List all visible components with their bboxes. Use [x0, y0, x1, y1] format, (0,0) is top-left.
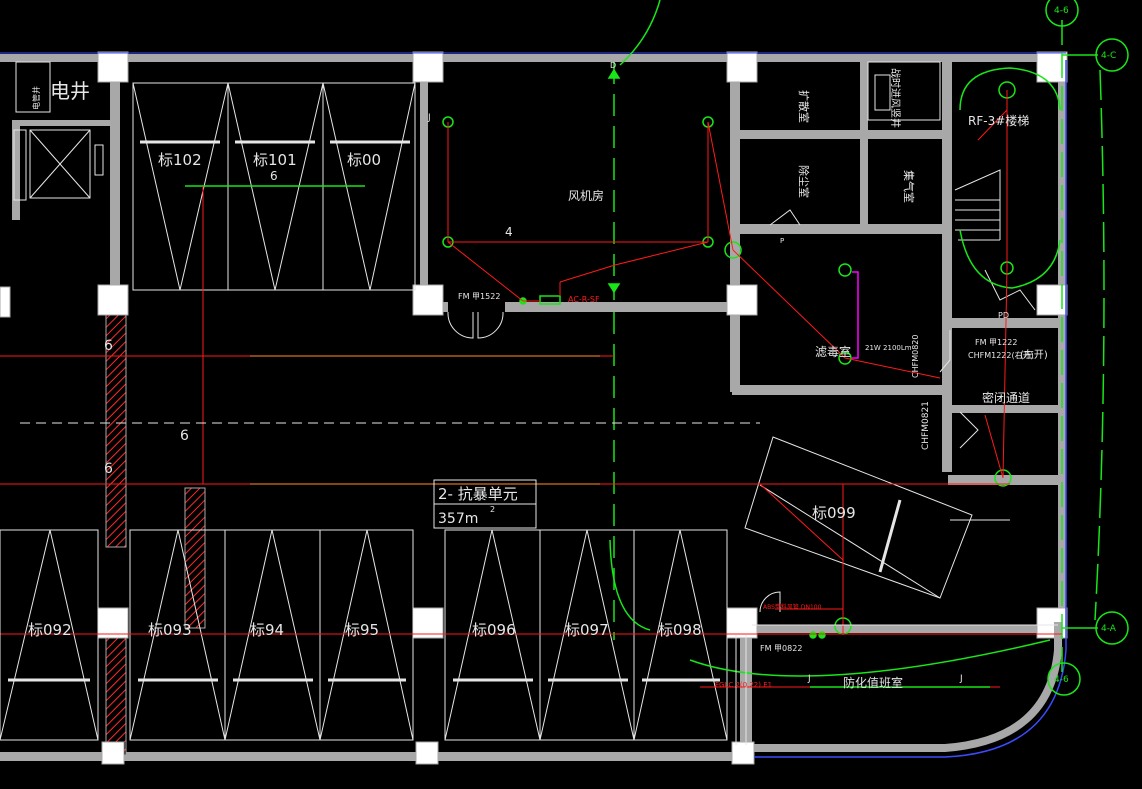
door-right-label: (左开) [1020, 348, 1048, 361]
room-c-label: 集气室 [902, 170, 916, 203]
axis-label-1: 4-C [1101, 51, 1116, 61]
doors [447, 209, 979, 613]
room-shaft-label: 战时进风竖井 [889, 68, 902, 128]
stair [867, 61, 1036, 311]
elec-well-label: 电井 [50, 79, 90, 103]
unit-box [433, 479, 537, 529]
dim-6d: 6 [104, 461, 113, 477]
parking-tilted [744, 436, 973, 599]
columns [0, 51, 1068, 765]
curved-wall-edge [754, 60, 1067, 758]
magenta-line [852, 271, 859, 359]
parking-bottom-group [0, 529, 728, 741]
door-chfm2-label: CHFM0821 [921, 401, 931, 450]
elec-well-small-label: 电管井 [31, 86, 41, 110]
pipe-label: ABS塑料风管 DN100 [763, 603, 822, 611]
airtight-label: 密闭通道 [982, 390, 1030, 405]
parking-label-top-1: 标101 [253, 151, 297, 169]
parking-label-bottom-3: 标95 [345, 621, 379, 639]
axis-label-3: 4-6 [1054, 675, 1069, 685]
hatched-wall-mid [184, 487, 206, 629]
unit-name: 2- 抗暴单元 [438, 485, 518, 503]
fan-spec-label: 21W 2100Lm [865, 344, 912, 352]
axis-label-2: 4-A [1101, 624, 1117, 634]
parking-label-bottom-0: 标092 [28, 621, 72, 639]
mark-j3: J [427, 113, 431, 123]
red-lines [0, 90, 1062, 688]
door-fm1222-label: FM 甲1222 [975, 338, 1017, 347]
parking-label-tilted: 标099 [812, 504, 856, 522]
curved-wall [754, 622, 1062, 752]
dim-4: 4 [505, 225, 513, 239]
door-fm1522-label: FM 甲1522 [458, 292, 500, 301]
parking-label-bottom-5: 标097 [565, 621, 609, 639]
parking-labels: 标102 标101 标00 标092 标093 标94 标95 标096 标097 标098 标09… [28, 151, 856, 639]
fire-label: FGLC 2(0.22) E1 [715, 681, 772, 689]
door-chfm1-label: CHFM1222(右开) [968, 350, 1034, 360]
parking-label-top-2: 标00 [347, 151, 381, 169]
door-fm0822-label: FM 甲0822 [760, 644, 802, 653]
mark-p: P [780, 237, 784, 245]
parking-label-bottom-1: 标093 [148, 621, 192, 639]
room-b-label: 除尘室 [797, 165, 811, 198]
mark-pd: PD [998, 311, 1009, 320]
unit-area: 357m [438, 511, 478, 527]
parking-label-bottom-6: 标098 [658, 621, 702, 639]
parking-label-top-0: 标102 [158, 151, 202, 169]
axis-labels: 4-6 4-C 4-A 4-6 [1054, 6, 1117, 685]
axis-label-0: 4-6 [1054, 6, 1069, 16]
parking-label-bottom-4: 标096 [472, 621, 516, 639]
fan-room-label: 风机房 [568, 188, 604, 203]
hatched-wall-left-lower [105, 629, 127, 756]
door-chfm3-label: CHFM0820 [911, 335, 920, 378]
elevator [13, 61, 104, 201]
mark-d: D [610, 61, 616, 70]
green-lines [185, 0, 1129, 696]
ac-label: AC-R-SF [568, 295, 600, 304]
dim-6a: 6 [270, 169, 278, 183]
room-a-label: 扩散室 [797, 90, 811, 123]
mark-j1: J [807, 674, 811, 684]
mark-j2: J [959, 674, 963, 684]
stair-label: RF-3#楼梯 [968, 113, 1029, 128]
lower-lines [0, 624, 1058, 745]
dim-6c: 6 [180, 428, 189, 444]
parking-label-bottom-2: 标94 [250, 621, 284, 639]
unit-area-sup: 2 [490, 505, 495, 514]
filter-room-label: 滤毒室 [815, 344, 851, 359]
dim-6b: 6 [104, 338, 113, 354]
chem-room-label: 防化值班室 [843, 675, 903, 690]
